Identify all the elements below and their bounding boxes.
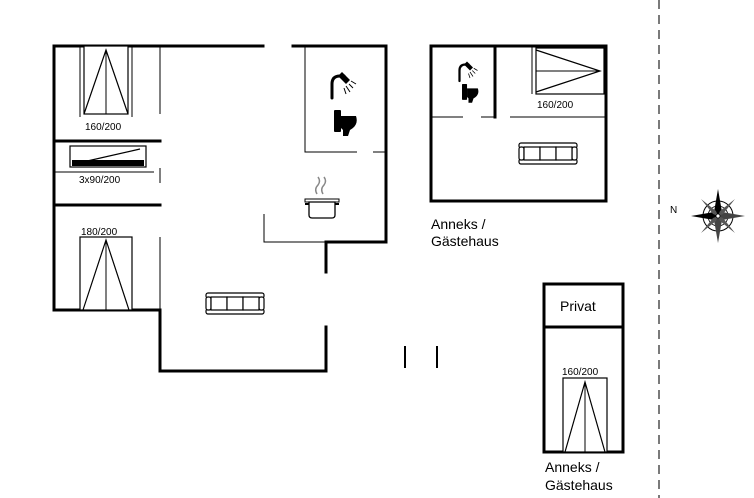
annex-top bbox=[429, 44, 608, 203]
bed-size-label: 160/200 bbox=[85, 122, 122, 133]
private-room-label: Privat bbox=[560, 298, 596, 314]
bed-bunk bbox=[69, 145, 147, 168]
sofa-icon bbox=[205, 292, 265, 315]
annex-label-line1: Anneks / bbox=[545, 459, 600, 475]
annex-label-line2: Gästehaus bbox=[431, 233, 499, 249]
main-house bbox=[52, 44, 438, 373]
annex-bottom bbox=[542, 282, 625, 454]
bed-size-label: 180/200 bbox=[81, 227, 118, 238]
compass-rose-icon bbox=[691, 189, 745, 243]
cooking-pot-icon bbox=[304, 176, 340, 219]
compass-north-label: N bbox=[670, 205, 677, 216]
bed-size-label: 160/200 bbox=[562, 367, 599, 378]
bed-annex-top bbox=[535, 47, 605, 95]
toilet-icon bbox=[334, 110, 357, 136]
toilet-icon bbox=[462, 84, 479, 103]
shower-icon bbox=[330, 70, 358, 100]
bed-annex-bottom bbox=[562, 377, 608, 453]
bed-bottom-left bbox=[79, 236, 133, 311]
annex-label-line1: Anneks / bbox=[431, 216, 486, 232]
bed-size-label: 3x90/200 bbox=[79, 175, 121, 186]
bed-top-left bbox=[83, 45, 129, 115]
sofa-icon bbox=[518, 142, 578, 165]
annex-label-line2: Gästehaus bbox=[545, 477, 613, 493]
shower-icon bbox=[458, 60, 479, 83]
bed-size-label: 160/200 bbox=[537, 100, 574, 111]
